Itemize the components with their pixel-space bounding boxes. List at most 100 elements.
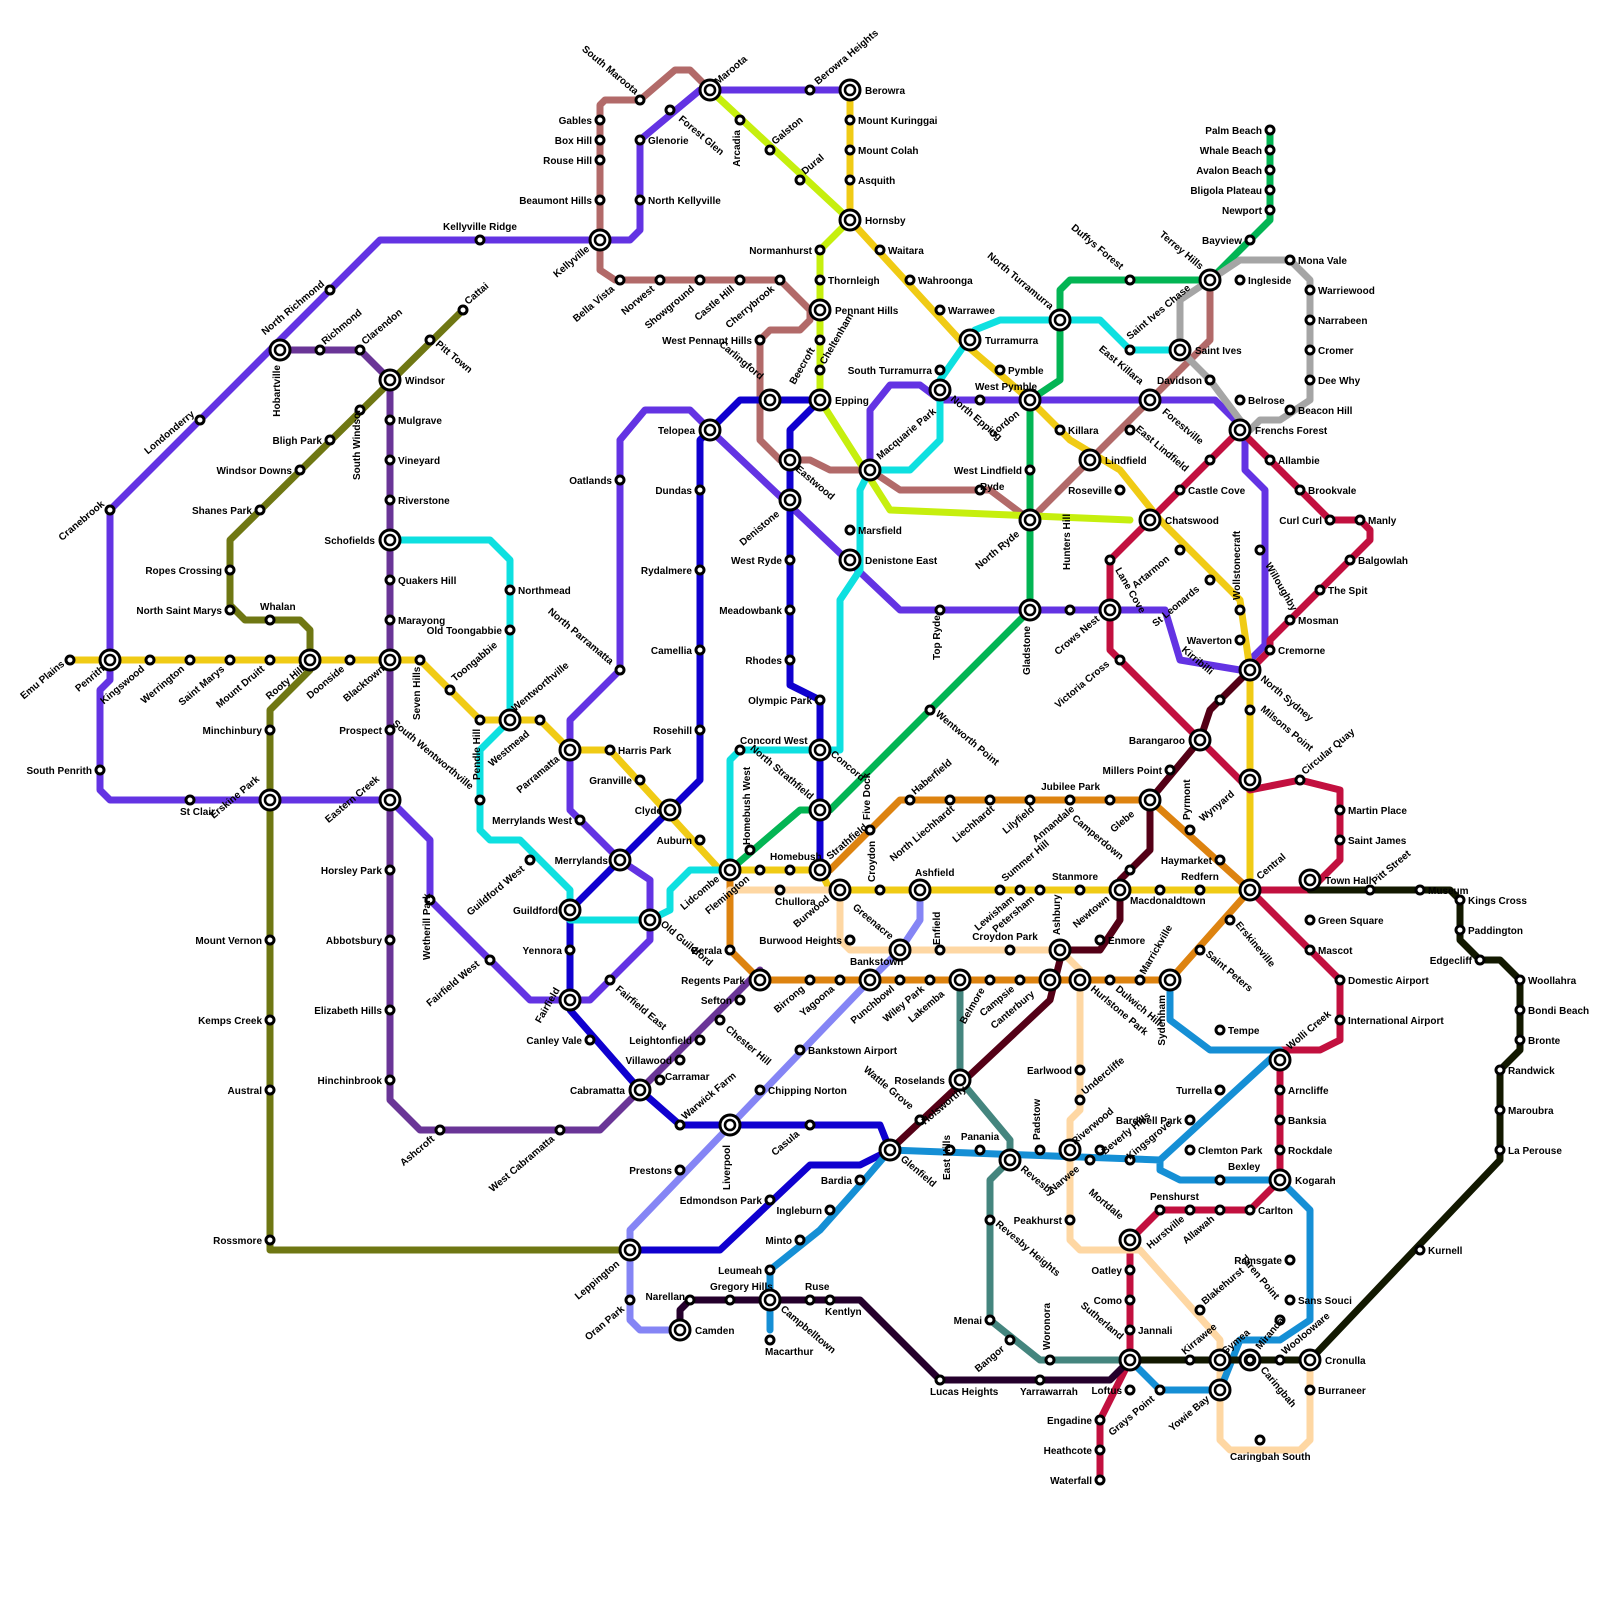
- station-panania[interactable]: [976, 1146, 984, 1154]
- station-windsor[interactable]: [380, 370, 400, 390]
- station-yowie-bay[interactable]: [1210, 1380, 1230, 1400]
- station-glenfield[interactable]: [880, 1140, 900, 1160]
- station-east-lindfield[interactable]: [1126, 426, 1134, 434]
- station-yagoona[interactable]: [836, 976, 844, 984]
- station-bronte[interactable]: [1516, 1036, 1524, 1044]
- station-hornsby[interactable]: [840, 210, 860, 230]
- station-berala[interactable]: [726, 946, 734, 954]
- station-blakehurst[interactable]: [1196, 1306, 1204, 1314]
- station-minto[interactable]: [796, 1236, 804, 1244]
- station-burwood[interactable]: [830, 880, 850, 900]
- station-saint-ives-chase[interactable]: [1126, 346, 1134, 354]
- station-caringbah[interactable]: [1246, 1356, 1254, 1364]
- station-kirrawee[interactable]: [1186, 1356, 1194, 1364]
- station-ropes-crossing[interactable]: [226, 566, 234, 574]
- station-pitt-town[interactable]: [426, 336, 434, 344]
- station-woollahra[interactable]: [1516, 976, 1524, 984]
- station-circular-quay[interactable]: [1296, 776, 1304, 784]
- station-como[interactable]: [1126, 1296, 1134, 1304]
- station-ramsgate[interactable]: [1286, 1256, 1294, 1264]
- station-arcadia[interactable]: [736, 116, 744, 124]
- station-south-maroota[interactable]: [636, 96, 644, 104]
- station-yennora[interactable]: [566, 946, 574, 954]
- station-camellia[interactable]: [696, 646, 704, 654]
- station-marayong[interactable]: [386, 616, 394, 624]
- station-bligh-park[interactable]: [326, 436, 334, 444]
- station-marsfield[interactable]: [846, 526, 854, 534]
- station-cherrybrook[interactable]: [776, 276, 784, 284]
- station-fairfield[interactable]: [560, 990, 580, 1010]
- station-macarthur[interactable]: [766, 1336, 774, 1344]
- station-kurnell[interactable]: [1416, 1246, 1424, 1254]
- station-kellyville-ridge[interactable]: [476, 236, 484, 244]
- station-glenorie[interactable]: [636, 136, 644, 144]
- station-fairfield-west[interactable]: [486, 956, 494, 964]
- station-denistone[interactable]: [780, 490, 800, 510]
- station-chipping-norton[interactable]: [756, 1086, 764, 1094]
- station-enfield[interactable]: [936, 946, 944, 954]
- station-rhodes[interactable]: [786, 656, 794, 664]
- station-south-wentworthville[interactable]: [476, 796, 484, 804]
- station-hurlstone-park[interactable]: [1070, 970, 1090, 990]
- station-milsons-point[interactable]: [1246, 706, 1254, 714]
- station-green-square[interactable]: [1306, 916, 1314, 924]
- station-dural[interactable]: [796, 176, 804, 184]
- station-international-airport[interactable]: [1336, 1016, 1344, 1024]
- station-redfern[interactable]: [1196, 886, 1204, 894]
- station-werrington[interactable]: [186, 656, 194, 664]
- station-lane-cove[interactable]: [1106, 556, 1114, 564]
- station-mount-vernon[interactable]: [266, 936, 274, 944]
- station-petersham[interactable]: [1036, 886, 1044, 894]
- station-cromer[interactable]: [1306, 346, 1314, 354]
- station-annandale[interactable]: [1066, 796, 1074, 804]
- station-domestic-airport[interactable]: [1336, 976, 1344, 984]
- station-penshurst[interactable]: [1156, 1206, 1164, 1214]
- station-museum[interactable]: [1416, 886, 1424, 894]
- station-duffys-forest[interactable]: [1126, 276, 1134, 284]
- station-rydalmere[interactable]: [696, 566, 704, 574]
- station-willoughby[interactable]: [1256, 546, 1264, 554]
- station-wiley-park[interactable]: [926, 976, 934, 984]
- station-sutherland[interactable]: [1120, 1350, 1140, 1370]
- station-erskineville[interactable]: [1226, 916, 1234, 924]
- station-dee-why[interactable]: [1306, 376, 1314, 384]
- station-windsor-downs[interactable]: [296, 466, 304, 474]
- station-leumeah[interactable]: [766, 1266, 774, 1274]
- station-martin-place[interactable]: [1336, 806, 1344, 814]
- station-mount-kuringgai[interactable]: [846, 116, 854, 124]
- station-beecroft[interactable]: [816, 336, 824, 344]
- station-kogarah[interactable]: [1270, 1170, 1290, 1190]
- station-bexley[interactable]: [1216, 1176, 1224, 1184]
- station-woronora[interactable]: [1046, 1356, 1054, 1364]
- station-sans-souci[interactable]: [1286, 1296, 1294, 1304]
- station-north-liechhardt[interactable]: [946, 796, 954, 804]
- station-roseville[interactable]: [1116, 486, 1124, 494]
- station-terrey-hills[interactable]: [1200, 270, 1220, 290]
- station-leightonfield[interactable]: [696, 1036, 704, 1044]
- station-south-turramurra[interactable]: [936, 366, 944, 374]
- station-burwood-heights[interactable]: [846, 936, 854, 944]
- station-liechhardt[interactable]: [986, 796, 994, 804]
- station-mona-vale[interactable]: [1286, 256, 1294, 264]
- station-croydon-park[interactable]: [1006, 946, 1014, 954]
- station-menai[interactable]: [986, 1316, 994, 1324]
- station-toongabbie[interactable]: [446, 686, 454, 694]
- station-artarmon[interactable]: [1176, 546, 1184, 554]
- station-camden[interactable]: [670, 1320, 690, 1340]
- station-kellyville[interactable]: [590, 230, 610, 250]
- station-abbotsbury[interactable]: [386, 936, 394, 944]
- station-croydon[interactable]: [876, 886, 884, 894]
- station-ashbury[interactable]: [1050, 940, 1070, 960]
- station-sefton[interactable]: [736, 996, 744, 1004]
- station-victoria-cross[interactable]: [1116, 656, 1124, 664]
- station-brookvale[interactable]: [1296, 486, 1304, 494]
- station-maroubra[interactable]: [1496, 1106, 1504, 1114]
- station-whale-beach[interactable]: [1266, 146, 1274, 154]
- station-londonderry[interactable]: [196, 416, 204, 424]
- station-gregory-hills[interactable]: [726, 1296, 734, 1304]
- station-town-hall[interactable]: [1300, 870, 1320, 890]
- station-glebe[interactable]: [1140, 790, 1160, 810]
- station-cheltenham[interactable]: [816, 366, 824, 374]
- station-bardia[interactable]: [856, 1176, 864, 1184]
- station-beacon-hill[interactable]: [1286, 406, 1294, 414]
